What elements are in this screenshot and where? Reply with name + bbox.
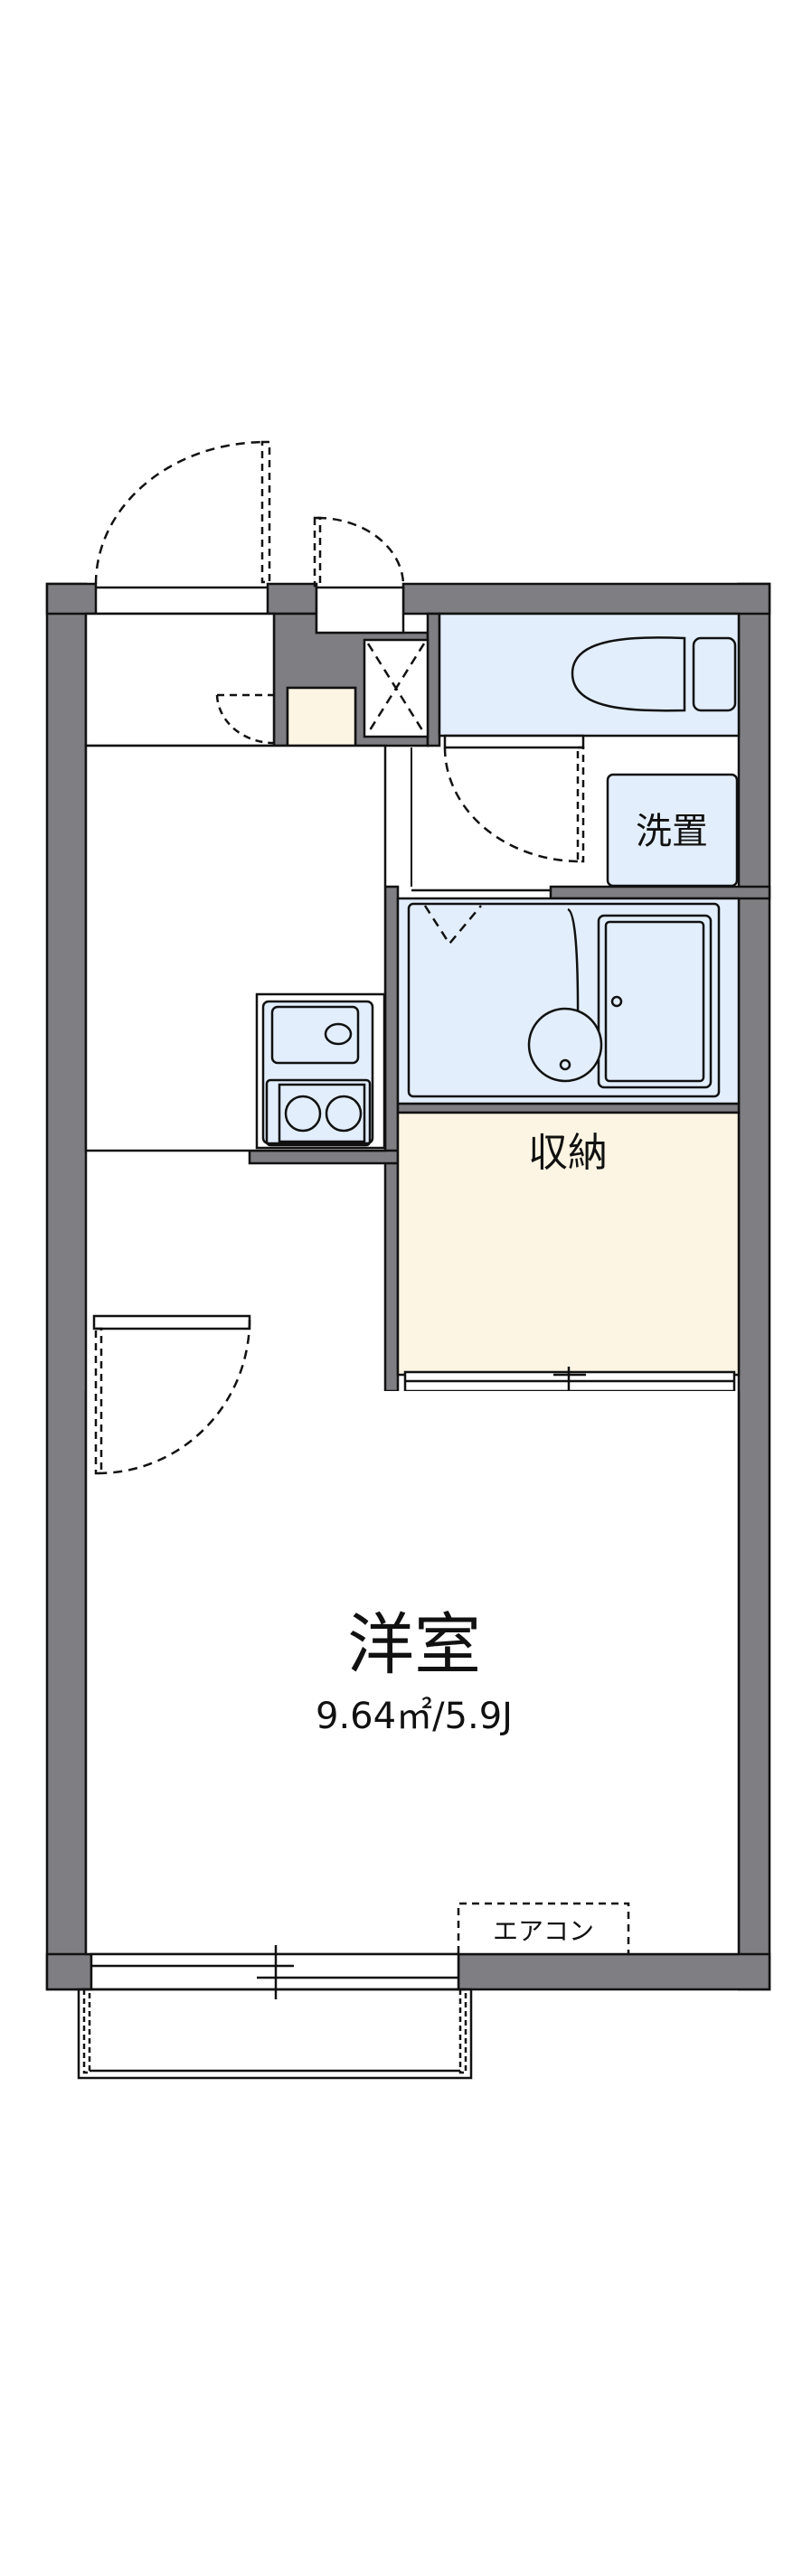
balcony-window	[90, 1945, 460, 1999]
aircon-label: エアコン	[493, 1916, 594, 1946]
bedroom-door	[92, 1314, 251, 1475]
balcony	[77, 1988, 473, 2080]
bathroom	[396, 888, 741, 1105]
shoe-cabinet-door	[215, 693, 275, 745]
storage-label: 収納	[528, 1130, 608, 1176]
kitchen-counter	[255, 992, 386, 1150]
aircon: エアコン	[457, 1902, 630, 1953]
western-room-area: 9.64㎡/5.9J	[316, 1696, 513, 1737]
entrance-area	[84, 612, 276, 747]
pipe-shaft	[363, 638, 430, 738]
washroom	[443, 734, 585, 863]
entrance-door	[94, 440, 271, 616]
shaft-door	[313, 516, 405, 635]
western-room	[86, 1391, 739, 1954]
shoe-box	[286, 686, 357, 747]
storage	[396, 1111, 741, 1377]
laundry-label: 洗置	[636, 811, 708, 852]
outer-walls	[45, 582, 771, 1991]
toilet-room	[438, 612, 741, 738]
laundry-space	[606, 773, 739, 888]
western-room-label: 洋室	[347, 1606, 481, 1684]
